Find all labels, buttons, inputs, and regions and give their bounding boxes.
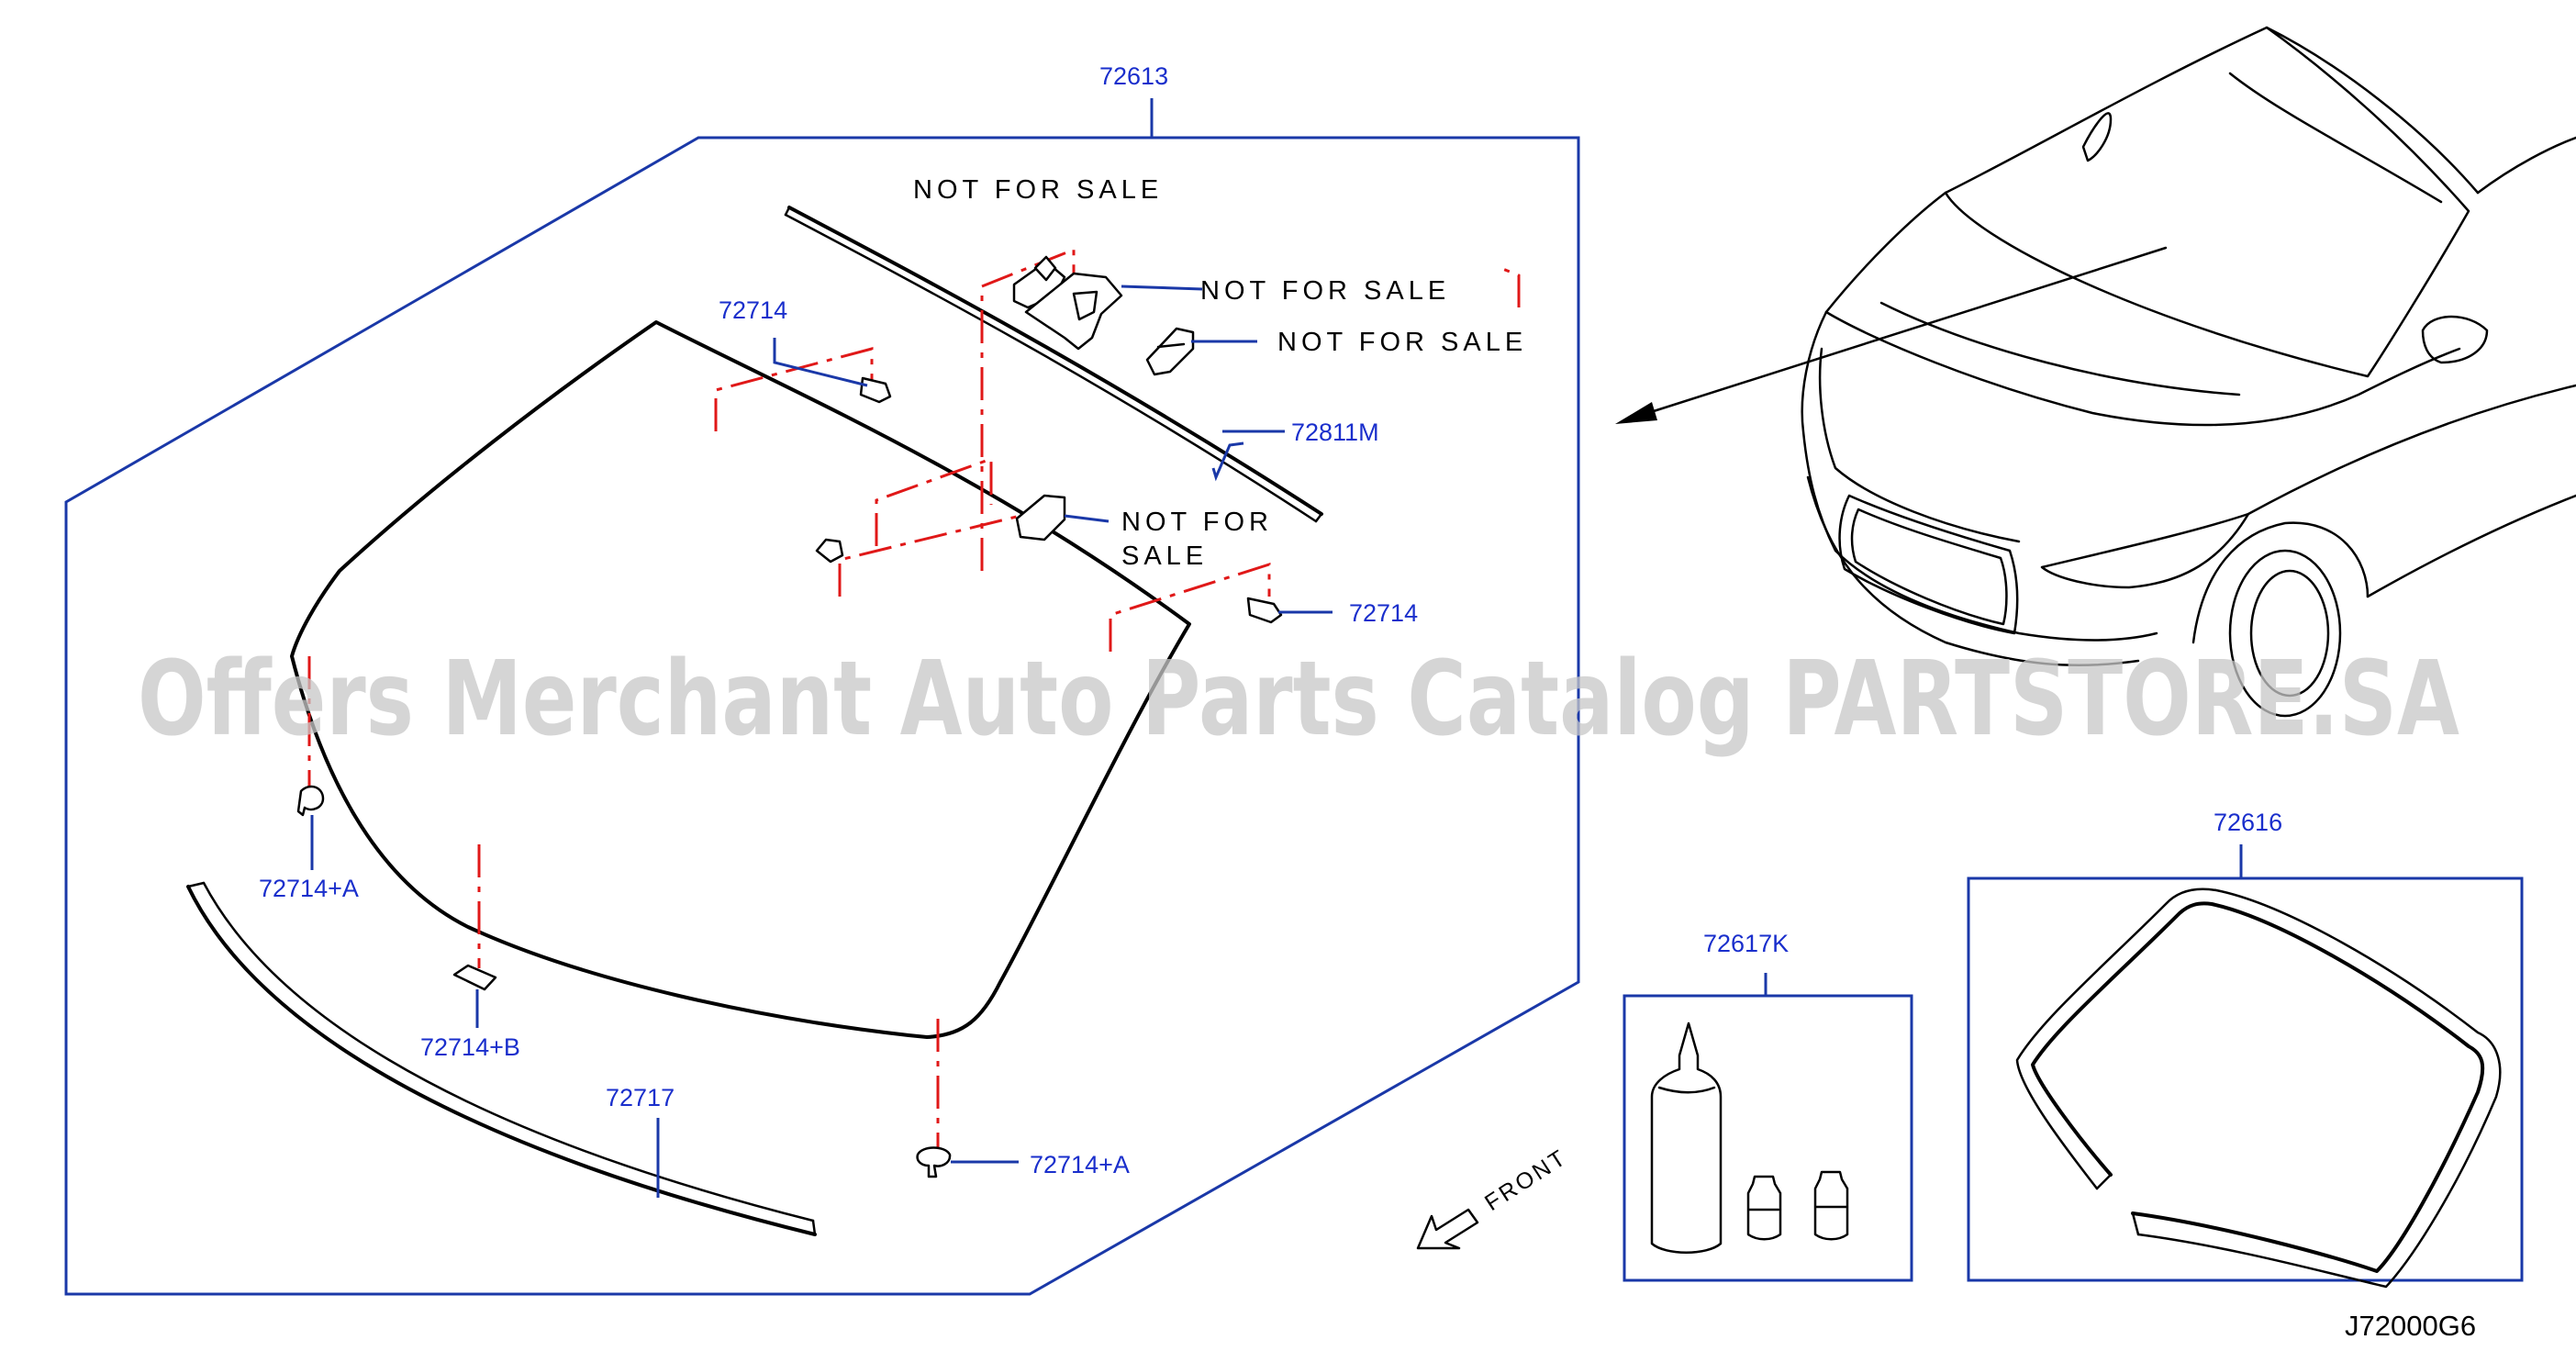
seal-kit-72616: [1967, 844, 2524, 1289]
clip-72714b: [452, 964, 497, 991]
label-72811m: 72811M: [1291, 419, 1379, 446]
label-72613: 72613: [1099, 62, 1168, 90]
upper-moulding-72811m: [784, 206, 1323, 523]
not-for-sale-low-line1: NOT FOR: [1121, 508, 1273, 537]
label-72714-top: 72714: [719, 296, 787, 324]
label-72714a-bottom: 72714+A: [1030, 1151, 1130, 1178]
clip-72714-top: [859, 376, 892, 404]
front-direction-indicator: FRONT: [1416, 1144, 1572, 1250]
label-leaders: [310, 285, 1333, 1198]
clip-small-center: [815, 538, 844, 564]
not-for-sale-mid1: NOT FOR SALE: [1200, 276, 1450, 306]
clip-not-for-sale-low: [1015, 494, 1066, 541]
label-72714-right: 72714: [1349, 599, 1418, 627]
windshield-group-frame: [64, 98, 1580, 1296]
not-for-sale-mid2: NOT FOR SALE: [1277, 328, 1527, 357]
label-72617k: 72617K: [1703, 930, 1789, 957]
label-72616: 72616: [2214, 809, 2282, 836]
clip-72714a-left: [296, 785, 325, 817]
vehicle-illustration: [1615, 26, 2576, 718]
front-arrow-icon: [1416, 1208, 1479, 1250]
diagram-code: J72000G6: [2345, 1310, 2476, 1342]
label-72717: 72717: [606, 1084, 675, 1111]
assembly-leader-lines: [307, 247, 1521, 1152]
not-for-sale-low-line2: SALE: [1121, 541, 1208, 571]
watermark-text: Offers Merchant Auto Parts Catalog PARTS…: [138, 640, 2459, 759]
not-for-sale-top: NOT FOR SALE: [913, 175, 1163, 205]
clip-72714a-bottom: [916, 1146, 952, 1178]
front-label: FRONT: [1480, 1144, 1572, 1216]
windshield-glass: [290, 320, 1191, 1039]
sealant-kit-72617k: [1623, 973, 1913, 1282]
label-72714a-left: 72714+A: [259, 875, 359, 902]
clip-72714-right: [1246, 597, 1283, 624]
clip-not-for-sale-mid: [1145, 327, 1195, 376]
label-72714b: 72714+B: [420, 1033, 520, 1061]
clip-not-for-sale-top-2: [1024, 272, 1123, 351]
